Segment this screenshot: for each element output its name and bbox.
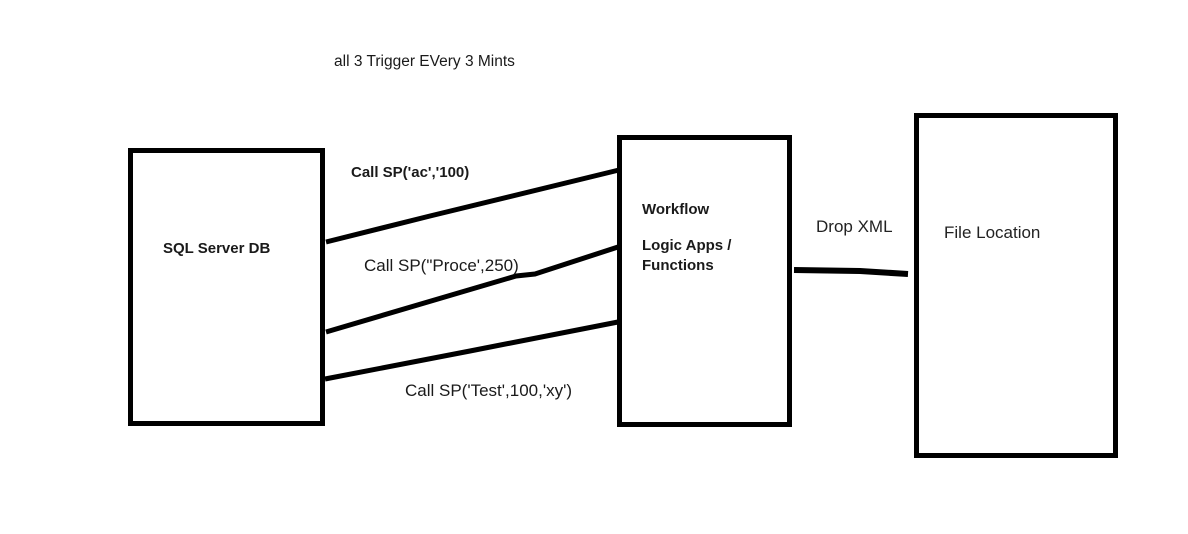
node-file-location: File Location xyxy=(914,113,1118,458)
diagram-title: all 3 Trigger EVery 3 Mints xyxy=(334,53,515,70)
node-workflow: Workflow Logic Apps / Functions xyxy=(617,135,792,427)
edge-label-call3: Call SP('Test',100,'xy') xyxy=(405,381,572,400)
node-sql-server-db: SQL Server DB xyxy=(128,148,325,426)
node-workflow-spacer xyxy=(642,220,731,236)
edge-call2-line xyxy=(325,244,619,335)
edge-label-call2: Call SP("Proce',250) xyxy=(364,256,519,275)
edge-label-call1: Call SP('ac','100) xyxy=(351,164,470,181)
node-workflow-subtitle-line1: Logic Apps / xyxy=(642,237,732,254)
node-workflow-text: Workflow Logic Apps / Functions xyxy=(642,200,731,276)
edge-drop-xml-line xyxy=(793,267,909,277)
edge-label-drop-xml: Drop XML xyxy=(816,217,893,236)
node-sql-server-db-label: SQL Server DB xyxy=(163,240,271,257)
edge-call1-line xyxy=(325,167,620,245)
node-workflow-title: Workflow xyxy=(642,201,710,218)
node-file-location-label: File Location xyxy=(944,223,1041,242)
edge-call3-line xyxy=(324,319,619,382)
node-workflow-subtitle-line2: Functions xyxy=(642,257,714,274)
